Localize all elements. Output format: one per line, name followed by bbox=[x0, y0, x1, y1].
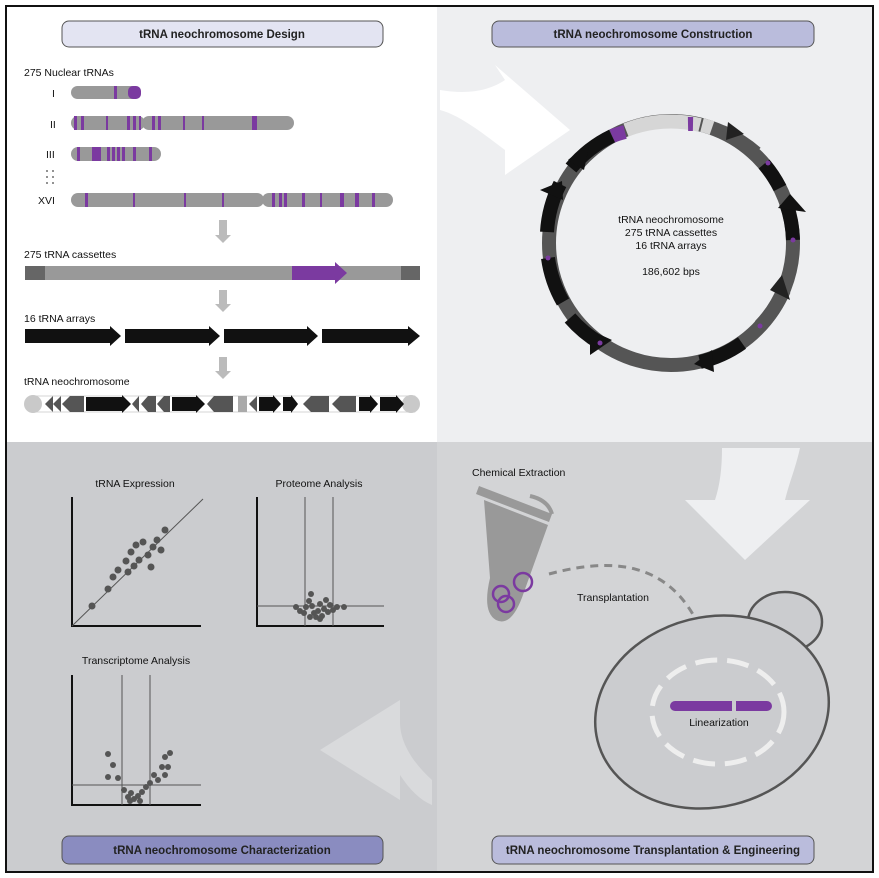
transplantation-label: Transplantation bbox=[577, 592, 649, 604]
circle-label-cassettes: 275 tRNA cassettes bbox=[625, 227, 717, 239]
circle-label-size: 186,602 bps bbox=[642, 266, 700, 278]
transcriptome-analysis-title: Transcriptome Analysis bbox=[82, 655, 190, 667]
plot3-points bbox=[105, 750, 173, 804]
yeast-cell-icon bbox=[593, 590, 831, 810]
design-panel: tRNA neochromosome Design 275 Nuclear tR… bbox=[24, 20, 420, 413]
array-arrow-2 bbox=[125, 326, 220, 346]
down-arrow-2 bbox=[215, 290, 231, 312]
design-title-box bbox=[61, 20, 384, 48]
circular-neochromosome bbox=[540, 114, 806, 372]
cassettes-label: 275 tRNA cassettes bbox=[24, 249, 116, 261]
down-arrow-3 bbox=[215, 357, 231, 379]
array-arrow-3 bbox=[224, 326, 318, 346]
design-title: tRNA neochromosome Design bbox=[139, 29, 305, 41]
construction-panel: tRNA neochromosome Construction bbox=[491, 20, 815, 372]
vertical-ellipsis-dots bbox=[46, 170, 54, 184]
trna-expression-plot bbox=[71, 497, 204, 627]
chromosome-label-ii: II bbox=[50, 119, 56, 131]
chemical-extraction-label: Chemical Extraction bbox=[472, 467, 566, 479]
flow-arrow-design-to-construction bbox=[440, 65, 570, 175]
characterization-panel: tRNA Expression Proteome Analysis bbox=[61, 478, 384, 865]
construction-title-box bbox=[491, 20, 815, 48]
nuclear-trnas-label: 275 Nuclear tRNAs bbox=[24, 67, 114, 79]
chromosome-label-i: I bbox=[52, 88, 55, 100]
flow-arrow-transplant-to-characterization bbox=[320, 700, 432, 805]
plot3-axes bbox=[71, 675, 201, 806]
transplantation-title-box bbox=[491, 835, 815, 865]
plot2-points bbox=[293, 591, 347, 622]
trna-arrays-row bbox=[25, 326, 420, 346]
trna-cassette-bar bbox=[25, 262, 420, 284]
circle-label-title: tRNA neochromosome bbox=[618, 214, 724, 226]
nucleus-outline bbox=[649, 657, 787, 767]
array-arrow-1 bbox=[25, 326, 121, 346]
chromosome-label-xvi: XVI bbox=[38, 195, 55, 207]
transplantation-panel: Chemical Extraction Transplantation Line… bbox=[472, 467, 831, 865]
transplantation-title: tRNA neochromosome Transplantation & Eng… bbox=[506, 845, 800, 857]
transcriptome-plot bbox=[71, 675, 201, 806]
flow-arrow-construction-to-transplant bbox=[685, 448, 810, 560]
characterization-panel-bg bbox=[6, 442, 437, 872]
neochromosome-label: tRNA neochromosome bbox=[24, 376, 130, 388]
chromosome-xvi bbox=[71, 193, 393, 207]
proteome-analysis-title: Proteome Analysis bbox=[276, 478, 363, 490]
linear-neochromosome bbox=[24, 395, 420, 413]
cassette-trna-arrow bbox=[292, 262, 347, 284]
construction-title: tRNA neochromosome Construction bbox=[554, 29, 753, 41]
chromosome-iii bbox=[71, 147, 161, 161]
chromosome-label-iii: III bbox=[46, 149, 55, 161]
circle-label-arrays: 16 tRNA arrays bbox=[635, 240, 706, 252]
linearization-label: Linearization bbox=[689, 717, 749, 729]
tube-icon bbox=[476, 486, 554, 622]
array-arrow-4 bbox=[322, 326, 420, 346]
chromosome-ii bbox=[71, 116, 294, 130]
characterization-title: tRNA neochromosome Characterization bbox=[113, 845, 330, 857]
proteome-plot bbox=[256, 497, 384, 627]
chromosome-i bbox=[71, 86, 141, 99]
plot2-axes bbox=[256, 497, 384, 627]
linear-chromosome bbox=[670, 701, 772, 711]
characterization-title-box bbox=[61, 835, 384, 865]
plasmid-gap-segment bbox=[623, 114, 702, 137]
trna-expression-title: tRNA Expression bbox=[95, 478, 175, 490]
plot1-points bbox=[88, 526, 169, 610]
arrays-label: 16 tRNA arrays bbox=[24, 313, 95, 325]
down-arrow-1 bbox=[215, 220, 231, 243]
figure-border bbox=[5, 5, 874, 873]
